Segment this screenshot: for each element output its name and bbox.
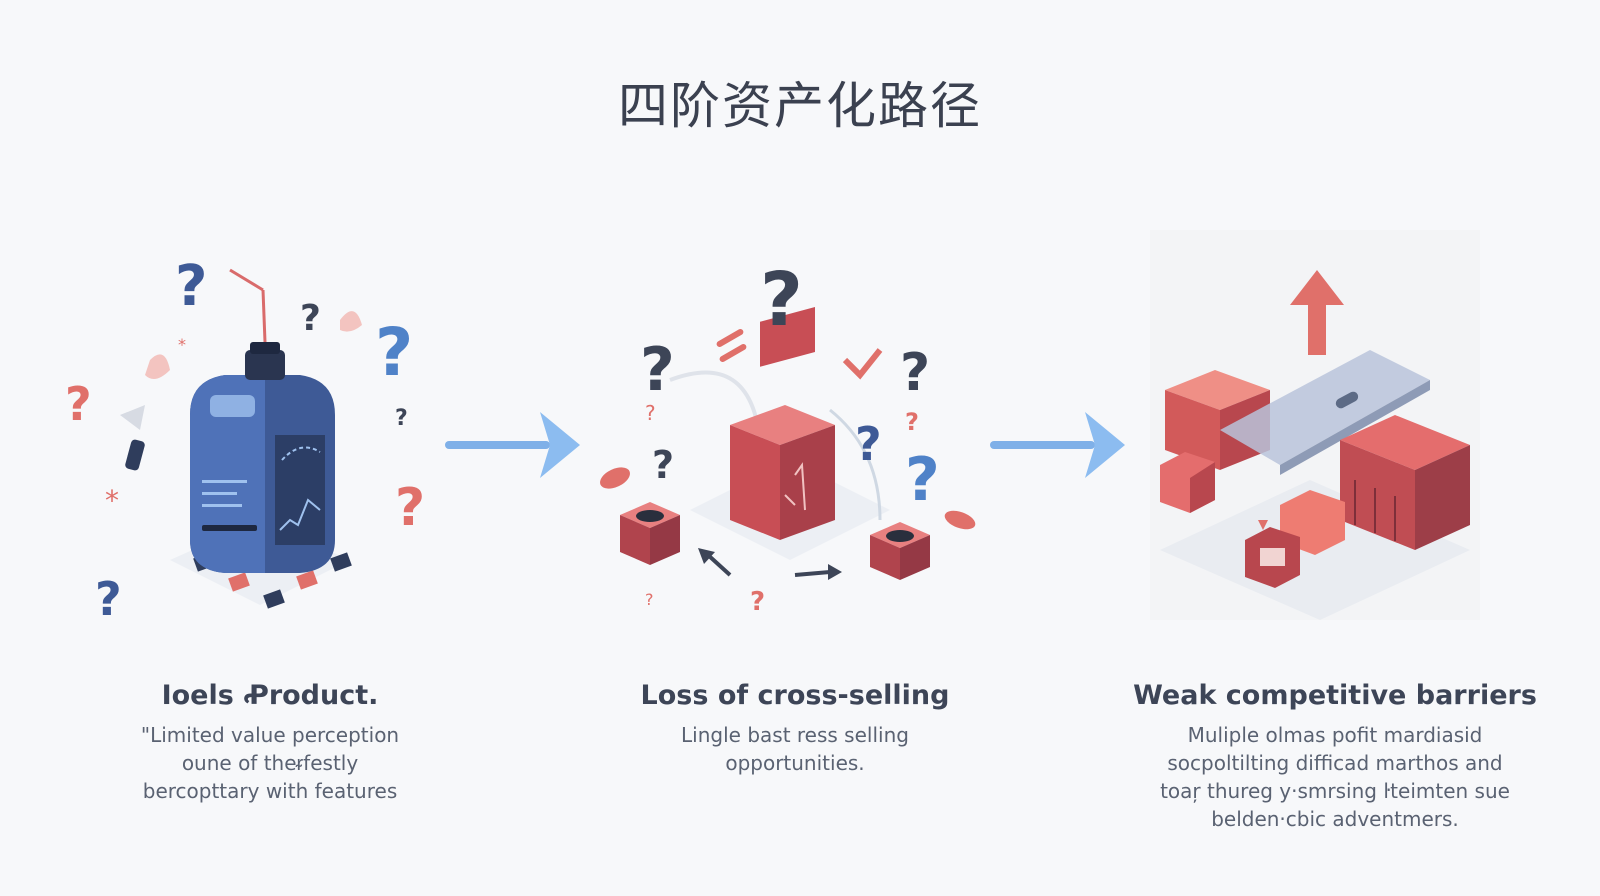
question-icon: ?: [905, 445, 940, 515]
question-icon: ?: [395, 406, 408, 431]
stage-3-caption: Weak competitive barriers Muliple olmas …: [1095, 680, 1575, 833]
question-icon: ?: [855, 417, 882, 471]
stage-2-description: Lingle bast ress selling opportunities.: [681, 723, 909, 775]
stage-1-title: Ioels Ꝓroduct.: [161, 680, 379, 711]
question-icon: ?: [640, 335, 675, 405]
page-title: 四阶资产化路径: [618, 77, 982, 135]
box-icon: [730, 307, 835, 540]
flow-arrow-1: [445, 410, 595, 480]
question-icon: ?: [175, 254, 207, 319]
upward-arrow-icon: [1290, 270, 1344, 355]
stage-3-description: Muliple olmas pofit mardiasid socpoltilt…: [1160, 723, 1510, 831]
question-icon: ?: [760, 257, 803, 343]
jar-icon: [190, 268, 335, 573]
stage-2-caption: Loss of cross-selling Lingle bast ress s…: [555, 680, 1035, 777]
question-icon: ?: [375, 314, 413, 391]
stage-1-illustration: ? ? ? ? ? ? ? * *: [50, 230, 490, 650]
svg-text:*: *: [178, 335, 186, 354]
flow-arrow-2: [990, 410, 1140, 480]
stage-3-illustration: [1130, 230, 1570, 650]
svg-text:?: ?: [645, 401, 656, 425]
svg-text:*: *: [105, 484, 119, 517]
stage-1-caption: Ioels Ꝓroduct. "Limited value perception…: [30, 680, 510, 805]
question-icon: ?: [652, 443, 674, 487]
arrow-icon: [445, 412, 580, 478]
question-icon: ?: [750, 587, 765, 617]
boxes-illustration: [1150, 230, 1480, 620]
question-icon: ?: [905, 408, 919, 436]
svg-text:?: ?: [645, 590, 654, 609]
question-icon: ?: [395, 478, 425, 538]
stage-2-title: Loss of cross-selling: [640, 680, 950, 711]
stage-1-description: "Limited value perception oune of theᵲfe…: [140, 723, 400, 803]
arrow-icon: [990, 412, 1125, 478]
question-icon: ?: [300, 298, 321, 339]
stage-2-illustration: ? ? ? ? ? ? ? ? ? ?: [580, 230, 1020, 650]
question-icon: ?: [65, 377, 92, 431]
jar-illustration: ? ? ? ? ? ? ? * *: [65, 254, 425, 626]
box-illustration: ? ? ? ? ? ? ? ? ? ?: [600, 257, 976, 617]
question-icon: ?: [95, 572, 122, 626]
question-icon: ?: [900, 343, 930, 403]
stage-3-title: Weak competitive barriers: [1133, 680, 1537, 711]
